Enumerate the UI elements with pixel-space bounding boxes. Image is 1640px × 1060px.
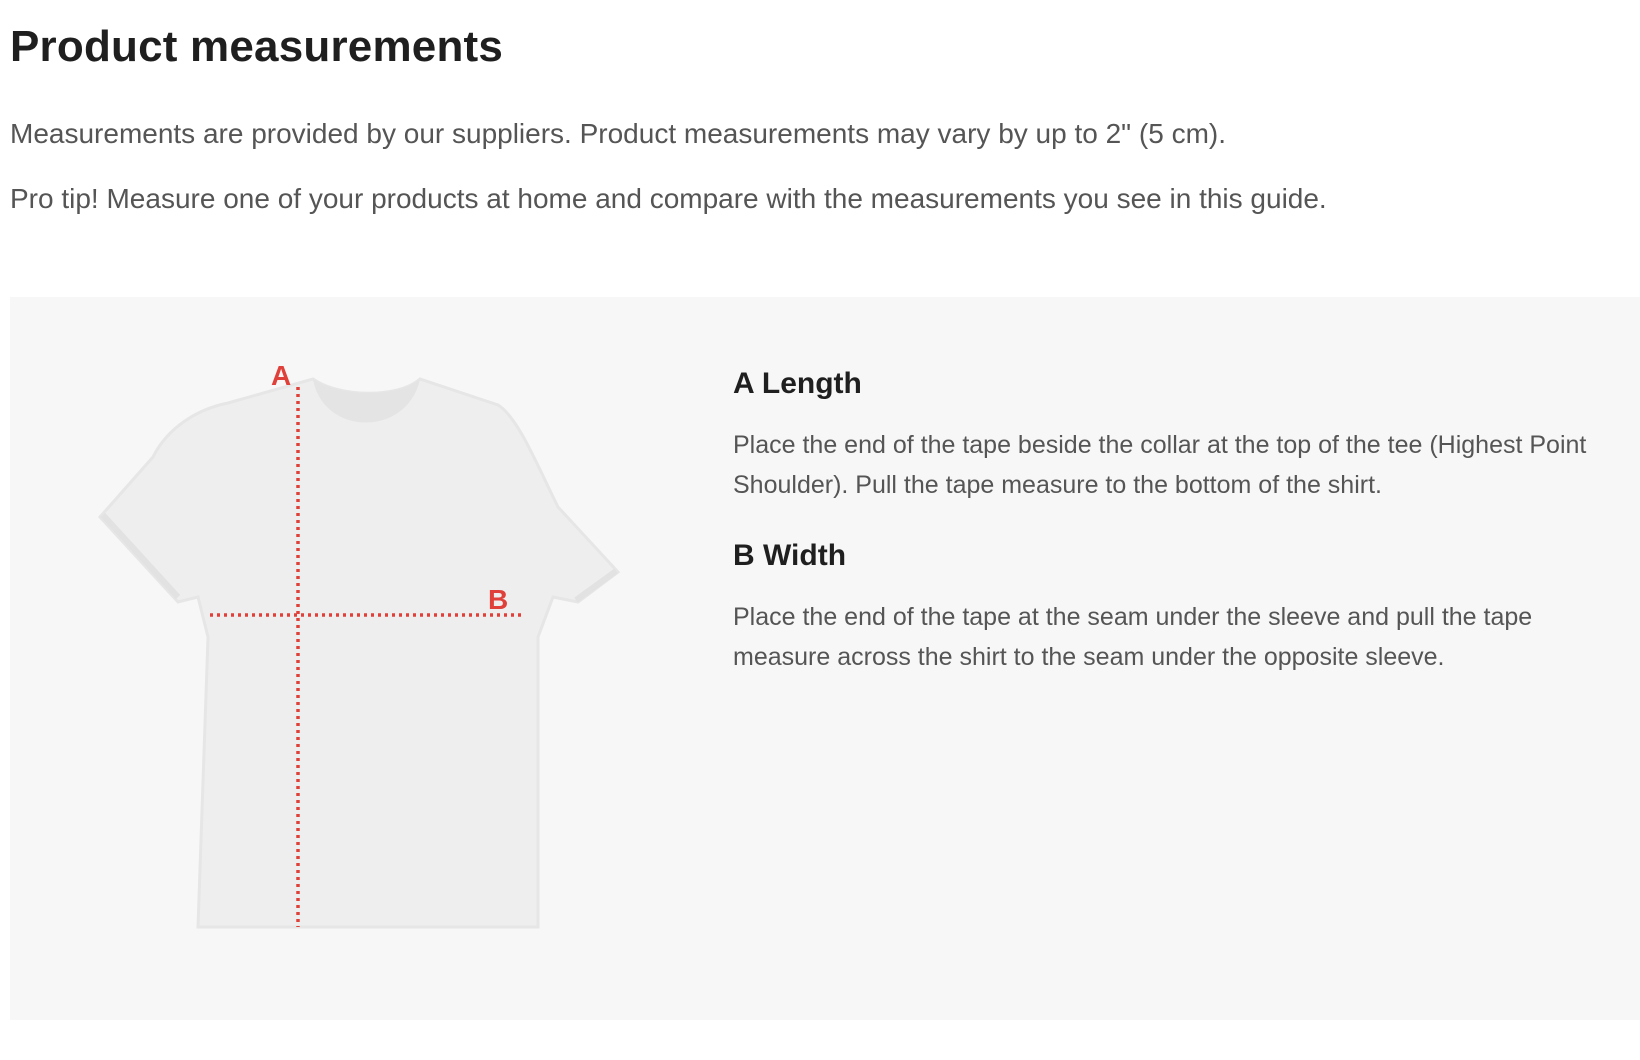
tshirt-diagram-svg: A B bbox=[98, 360, 621, 929]
intro-supplier-note: Measurements are provided by our supplie… bbox=[10, 118, 1227, 149]
sleeve-hem-right bbox=[574, 568, 618, 603]
measurement-length: A Length Place the end of the tape besid… bbox=[733, 367, 1613, 505]
page-title: Product measurements bbox=[10, 22, 504, 71]
sleeve-hem-left bbox=[100, 512, 181, 600]
label-b: B bbox=[488, 584, 508, 615]
measurement-panel: A B A Length Place the end of the tape b… bbox=[10, 297, 1640, 1020]
collar-shape bbox=[313, 379, 420, 423]
tshirt-icon bbox=[98, 377, 621, 929]
measurement-description: Place the end of the tape at the seam un… bbox=[733, 603, 1533, 671]
measurement-description: Place the end of the tape beside the col… bbox=[733, 431, 1587, 499]
tshirt-diagram: A B bbox=[98, 357, 658, 937]
measurement-heading: B Width bbox=[733, 539, 847, 572]
measurement-width: B Width Place the end of the tape at the… bbox=[733, 539, 1613, 677]
measurement-heading: A Length bbox=[733, 367, 862, 400]
measurement-details: A Length Place the end of the tape besid… bbox=[733, 367, 1613, 677]
intro-pro-tip: Pro tip! Measure one of your products at… bbox=[10, 183, 1327, 214]
label-a: A bbox=[271, 360, 291, 391]
